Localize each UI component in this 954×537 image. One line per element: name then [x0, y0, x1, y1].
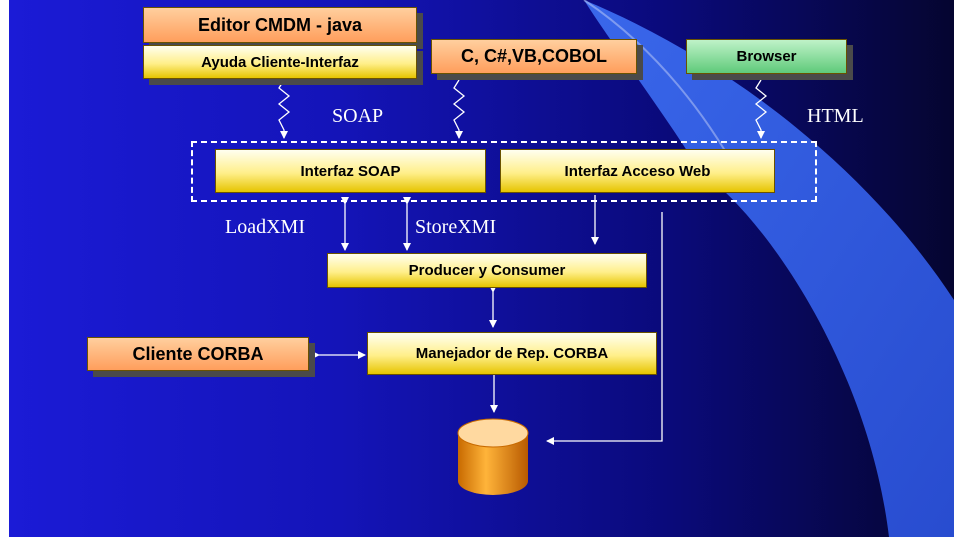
interfaz-soap-box: Interfaz SOAP — [215, 149, 486, 193]
manejador-label: Manejador de Rep. CORBA — [415, 345, 609, 362]
producer-label: Producer y Consumer — [408, 262, 566, 279]
soap-link-editor — [277, 79, 291, 139]
loadxmi-label: LoadXMI — [225, 216, 305, 238]
interfaz-soap-label: Interfaz SOAP — [300, 162, 401, 180]
editor-label: Editor CMDM - java — [197, 14, 362, 35]
languages-box: C, C#,VB,COBOL — [431, 39, 637, 74]
html-link-browser — [754, 79, 768, 139]
slide: Editor CMDM - java Ayuda Cliente-Interfa… — [9, 0, 954, 537]
browser-label: Browser — [736, 48, 797, 65]
connector-layer — [277, 79, 768, 445]
ayuda-box: Ayuda Cliente-Interfaz — [143, 45, 417, 79]
manejador-box: Manejador de Rep. CORBA — [367, 332, 657, 375]
cylinder-icon — [457, 418, 529, 495]
interfaz-web-box: Interfaz Acceso Web — [500, 149, 775, 193]
cliente-corba-box: Cliente CORBA — [87, 337, 309, 371]
interface-group-frame — [191, 141, 817, 202]
ayuda-label: Ayuda Cliente-Interfaz — [201, 53, 359, 71]
soap-label: SOAP — [332, 105, 384, 127]
html-label: HTML — [807, 105, 864, 127]
interfaz-web-label: Interfaz Acceso Web — [564, 162, 711, 180]
web-to-db-line — [546, 212, 663, 445]
languages-label: C, C#,VB,COBOL — [460, 46, 607, 66]
soap-link-languages — [452, 79, 466, 139]
editor-box: Editor CMDM - java — [143, 7, 417, 43]
cliente-corba-label: Cliente CORBA — [132, 343, 264, 364]
browser-box: Browser — [686, 39, 847, 74]
storexmi-label: StoreXMI — [415, 216, 497, 238]
producer-box: Producer y Consumer — [327, 253, 647, 288]
